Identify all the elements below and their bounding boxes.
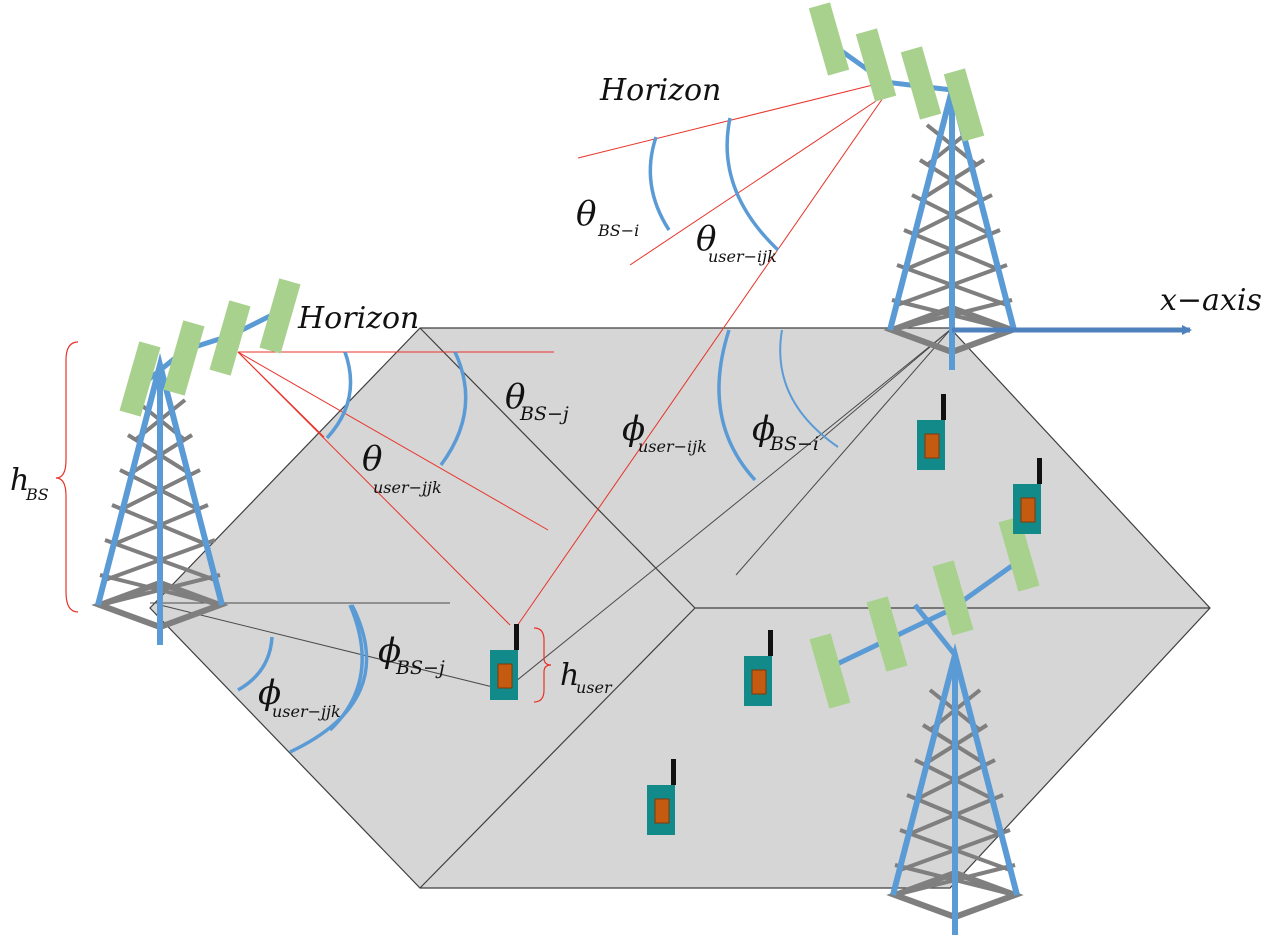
phi-bs-j-symbol: ϕ [378,631,401,671]
base-station-tower-top-right [808,2,1192,370]
phi-user-ijk-sub: user−ijk [638,437,707,456]
theta-bs-i-sub: BS−i [597,221,639,240]
theta-bs-j-symbol: θ [505,377,525,417]
phi-user-jjk-sub: user−jjk [272,702,341,721]
antenna-array-top [808,2,985,142]
phi-bs-i-symbol: ϕ [752,409,775,449]
signal-lines [150,81,951,691]
antenna-array-bottom [809,516,1040,709]
h-user-symbol: h [560,658,579,693]
h-user-brace [533,627,552,703]
h-bs-brace [55,341,79,613]
theta-user-ijk-sub: user−ijk [708,247,777,266]
theta-user-jjk-symbol: θ [362,439,382,479]
horizon-label-top: Horizon [599,73,721,108]
h-user-sub: user [576,678,613,697]
theta-user-ijk-symbol: θ [696,219,716,259]
phi-user-ijk-symbol: ϕ [622,409,645,449]
x-axis-label: x−axis [1160,283,1262,318]
theta-bs-j-sub: BS−j [519,403,569,425]
hexagon-cells [149,327,1211,889]
base-station-tower-bottom-right [809,516,1040,935]
angle-arcs [237,117,839,754]
h-bs-sub: BS [25,485,49,504]
theta-bs-i-symbol: θ [576,194,596,234]
horizon-label-left: Horizon [297,301,419,336]
phi-bs-i-sub: BS−i [769,433,819,455]
antenna-array-left [119,278,301,417]
base-station-tower-left [98,278,301,645]
phi-user-jjk-symbol: ϕ [258,673,281,713]
h-bs-symbol: h [10,463,29,498]
theta-user-jjk-sub: user−jjk [373,478,442,497]
phi-bs-j-sub: BS−j [395,657,445,679]
